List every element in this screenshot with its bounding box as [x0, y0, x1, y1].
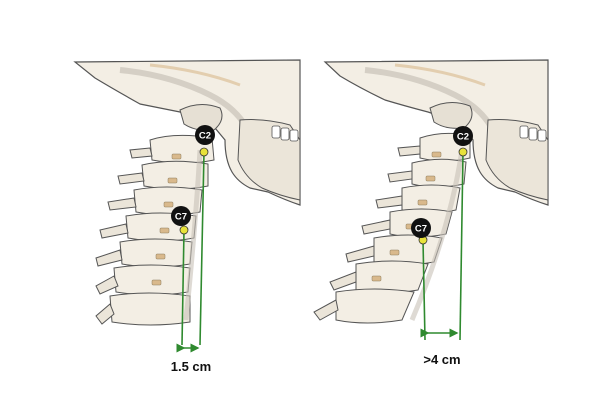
- right-c2-label: C2: [457, 132, 469, 143]
- left-c7-marker: [179, 225, 189, 235]
- left-c2-plumb-line: [199, 151, 205, 346]
- right-c7-label: C7: [415, 224, 427, 235]
- left-panel: C2 C7 1.5 cm: [73, 59, 301, 374]
- right-measurement-label: >4 cm: [423, 352, 460, 367]
- right-c7-plumb-line: [422, 239, 426, 341]
- right-panel: C2 C7 >4 cm: [313, 59, 549, 367]
- left-measurement-label: 1.5 cm: [171, 359, 211, 374]
- left-c2-marker: [199, 147, 209, 157]
- left-c7-plumb-line: [181, 229, 185, 346]
- right-c2-plumb-line: [459, 151, 464, 341]
- left-c2-badge: C2: [195, 125, 215, 145]
- right-c2-marker: [458, 147, 468, 157]
- left-c7-badge: C7: [171, 206, 191, 226]
- left-c7-label: C7: [175, 212, 187, 223]
- right-c2-badge: C2: [453, 126, 473, 146]
- right-c7-badge: C7: [411, 218, 431, 238]
- left-c2-label: C2: [199, 131, 211, 142]
- right-vertebrae: [335, 132, 471, 324]
